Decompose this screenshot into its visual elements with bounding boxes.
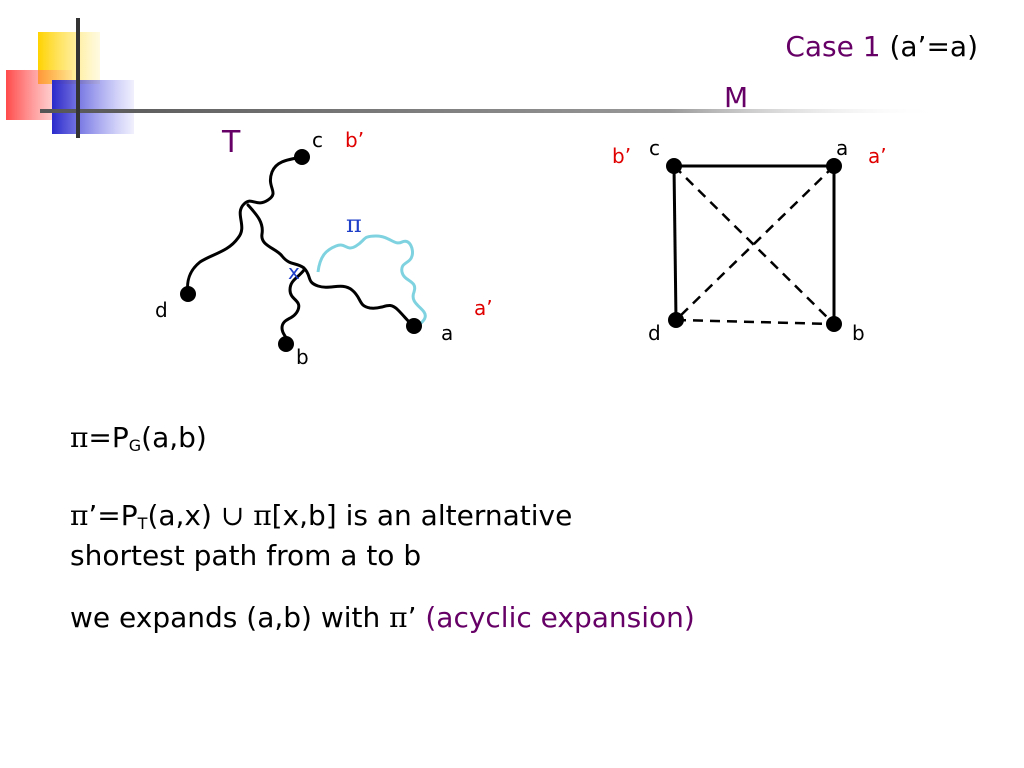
text-line-pi-def: π=PG(a,b) <box>70 420 207 455</box>
pi-symbol: π <box>244 499 272 532</box>
matrix-node-a-label: a <box>836 136 849 160</box>
text-line-expand: we expands (a,b) with π’ (acyclic expans… <box>70 600 695 635</box>
matrix-node-d <box>668 312 684 328</box>
tree-node-d-label: d <box>155 298 168 322</box>
pi-symbol: π <box>389 601 408 634</box>
line2-sub: T <box>137 514 148 533</box>
matrix-edge-a-d-dashed <box>675 165 835 321</box>
matrix-edge-c-b-dashed <box>673 165 835 325</box>
tree-node-c <box>294 149 310 165</box>
logo-vertical-bar <box>76 18 80 138</box>
tree-edge-b-branch <box>280 268 306 346</box>
tree-edge-main <box>246 203 416 328</box>
line1-eq: =P <box>88 421 129 454</box>
matrix-node-b <box>826 316 842 332</box>
line4-prime: ’ <box>407 601 417 634</box>
matrix-node-c-mapped: b’ <box>612 144 632 168</box>
line4-text: we expands (a,b) with <box>70 601 390 634</box>
matrix-label-M: M <box>724 81 749 114</box>
matrix-node-c <box>666 158 682 174</box>
text-line-shortest: shortest path from a to b <box>70 539 422 572</box>
tree-node-b <box>278 336 294 352</box>
line2-rest1: (a,x) <box>147 499 221 532</box>
line2-rest2: [x,b] is an alternative <box>271 499 573 532</box>
tree-x-label: x <box>288 260 300 284</box>
text-line-alt-path: π’=PT(a,x) ∪ π[x,b] is an alternative <box>70 498 572 533</box>
logo-blue-square <box>52 80 134 134</box>
matrix-edges <box>672 164 836 326</box>
line1-rest: (a,b) <box>141 421 207 454</box>
acyclic-expansion-note: (acyclic expansion) <box>416 601 695 634</box>
union-symbol: ∪ <box>220 499 245 532</box>
tree-node-a-label: a <box>441 321 454 345</box>
case-condition: (a’=a) <box>889 30 978 63</box>
matrix-node-a-mapped: a’ <box>868 144 887 168</box>
pi-path <box>316 234 427 328</box>
matrix-edge-c-d <box>672 165 678 321</box>
case-label: Case 1 <box>785 30 881 63</box>
slide-title: Case 1 (a’=a) <box>785 30 978 63</box>
tree-node-c-mapped: b’ <box>345 128 365 152</box>
matrix-node-a <box>826 158 842 174</box>
line2-prime-eq: ’=P <box>88 499 138 532</box>
tree-node-a-mapped: a’ <box>474 296 493 320</box>
matrix-node-b-label: b <box>852 321 865 345</box>
matrix-node-d-label: d <box>648 321 661 345</box>
tree-node-d <box>180 286 196 302</box>
matrix-edge-d-b-dashed <box>675 318 835 326</box>
header-rule <box>40 109 940 113</box>
tree-edges <box>186 155 416 346</box>
tree-node-c-label: c <box>312 128 323 152</box>
tree-pi-label: π <box>346 210 362 238</box>
pi-symbol: π <box>70 499 89 532</box>
tree-label-T: T <box>222 125 241 160</box>
matrix-node-c-label: c <box>649 136 660 160</box>
pi-symbol: π <box>70 421 89 454</box>
tree-edge-c-branch <box>186 155 304 296</box>
tree-node-a <box>406 318 422 334</box>
line1-sub: G <box>128 436 142 455</box>
tree-node-b-label: b <box>296 345 309 369</box>
